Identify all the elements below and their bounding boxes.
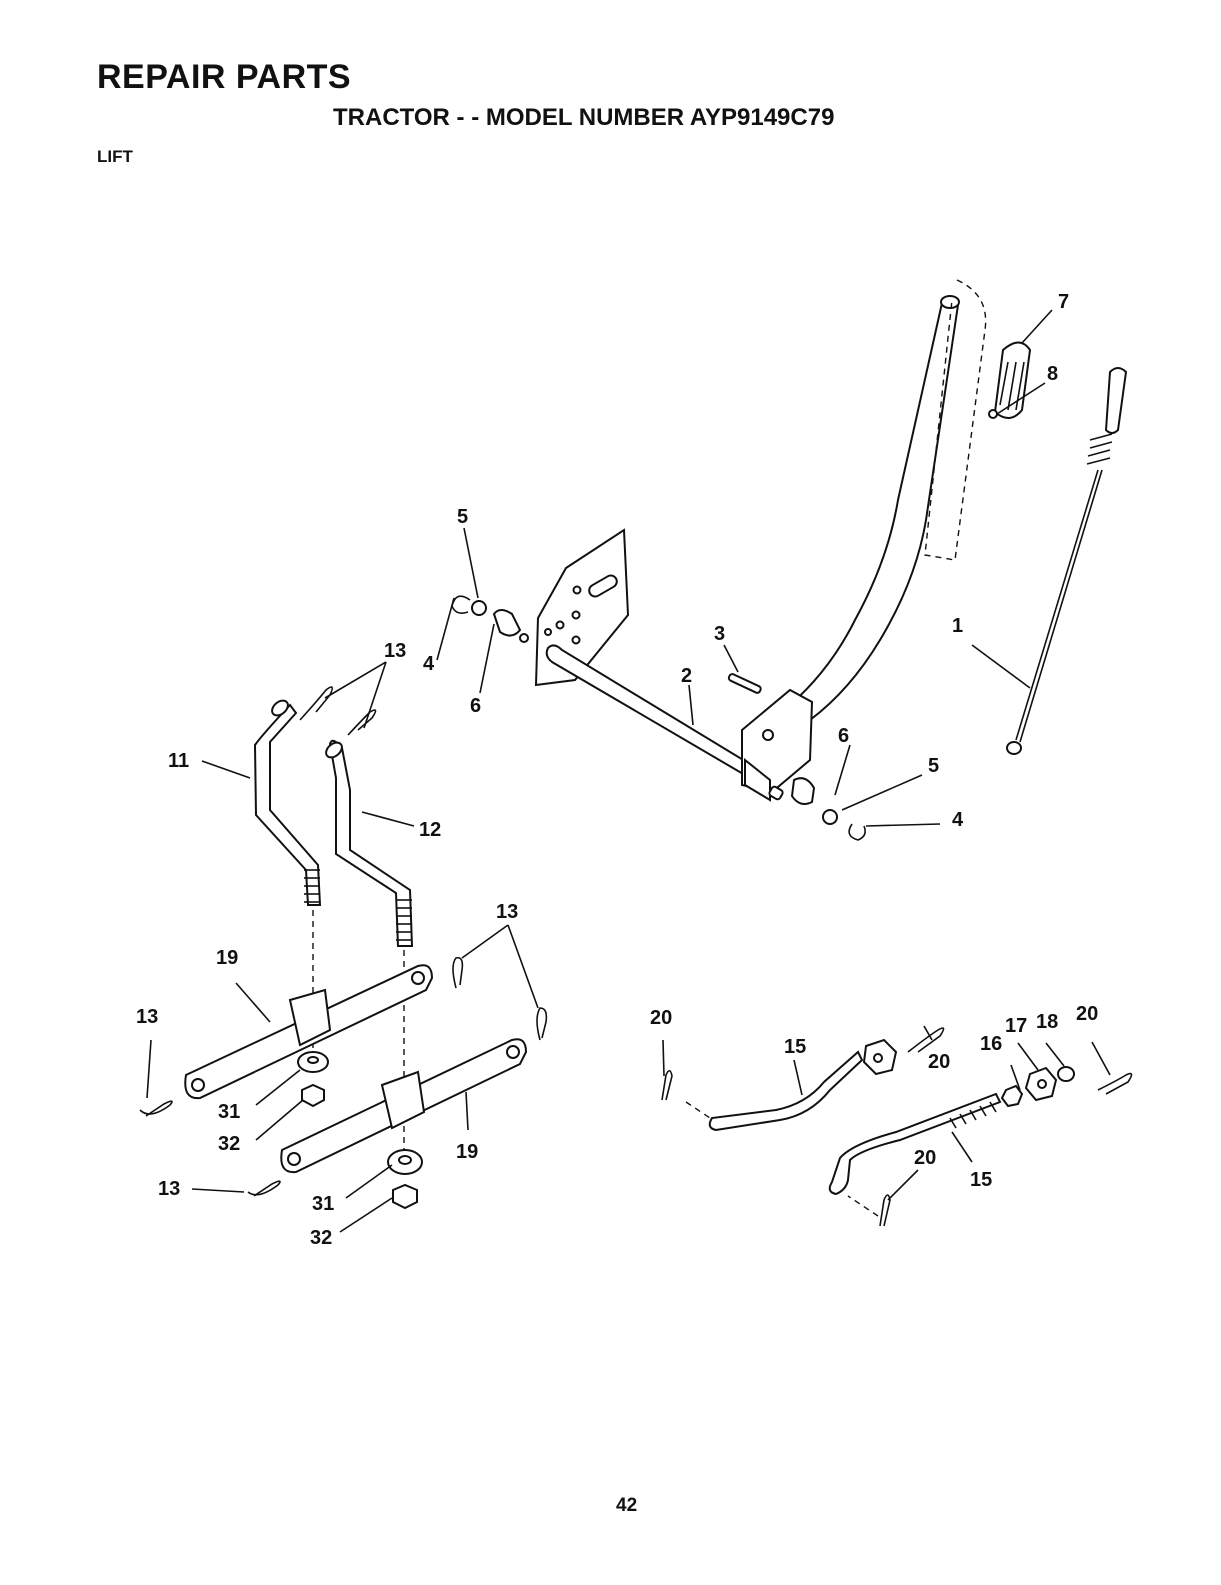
lift-handle-assembly <box>452 280 1030 840</box>
lift-handle <box>790 300 958 720</box>
callout-3: 3 <box>714 623 725 645</box>
callout-13: 13 <box>158 1178 180 1200</box>
callout-20: 20 <box>914 1147 936 1169</box>
callout-11: 11 <box>168 750 189 772</box>
callout-12: 12 <box>419 819 441 841</box>
callout-7: 7 <box>1058 291 1069 313</box>
lift-arms <box>185 965 526 1208</box>
nut-18 <box>1058 1067 1074 1081</box>
right-washer <box>823 810 837 824</box>
callout-32: 32 <box>310 1227 332 1249</box>
callout-13: 13 <box>384 640 406 662</box>
leader-lines <box>147 310 1110 1232</box>
adjuster-rods <box>686 1040 1074 1216</box>
callout-6: 6 <box>838 725 849 747</box>
left-washer <box>472 601 486 615</box>
callout-4: 4 <box>952 809 964 831</box>
callout-8: 8 <box>1047 363 1058 385</box>
spring-rod <box>1016 470 1098 740</box>
callout-1: 1 <box>952 615 963 637</box>
callout-20: 20 <box>650 1007 672 1029</box>
callout-labels: 1 2 3 4 4 5 5 6 6 7 8 11 12 13 13 13 13 … <box>136 291 1098 1249</box>
callout-13: 13 <box>136 1006 158 1028</box>
right-bushing <box>792 778 814 804</box>
callout-18: 18 <box>1036 1011 1058 1033</box>
callout-5: 5 <box>928 755 939 777</box>
callout-5: 5 <box>457 506 468 528</box>
left-clip <box>452 596 470 613</box>
page-number: 42 <box>616 1495 637 1517</box>
callout-13: 13 <box>496 901 518 923</box>
callout-31: 31 <box>312 1193 334 1215</box>
lift-link-11 <box>255 705 320 905</box>
handle-grip <box>995 343 1030 419</box>
nut-32-lower <box>393 1185 417 1208</box>
adjuster-rod-upper <box>710 1052 862 1130</box>
callout-15: 15 <box>970 1169 992 1191</box>
callout-2: 2 <box>681 665 692 687</box>
shaft-pin <box>728 673 762 694</box>
spring-rod-assembly <box>1007 368 1126 754</box>
callout-19: 19 <box>456 1141 478 1163</box>
left-bushing <box>494 610 520 636</box>
callout-15: 15 <box>784 1036 806 1058</box>
nut-32-upper <box>302 1085 324 1106</box>
handle-tip <box>941 296 959 308</box>
grip-button <box>989 410 997 418</box>
callout-16: 16 <box>980 1033 1002 1055</box>
callout-19: 19 <box>216 947 238 969</box>
callout-17: 17 <box>1005 1015 1027 1037</box>
callout-4: 4 <box>423 653 435 675</box>
callout-31: 31 <box>218 1101 240 1123</box>
right-clip <box>849 824 865 840</box>
callout-20: 20 <box>928 1051 950 1073</box>
callout-32: 32 <box>218 1133 240 1155</box>
callout-20: 20 <box>1076 1003 1098 1025</box>
callout-6: 6 <box>470 695 481 717</box>
